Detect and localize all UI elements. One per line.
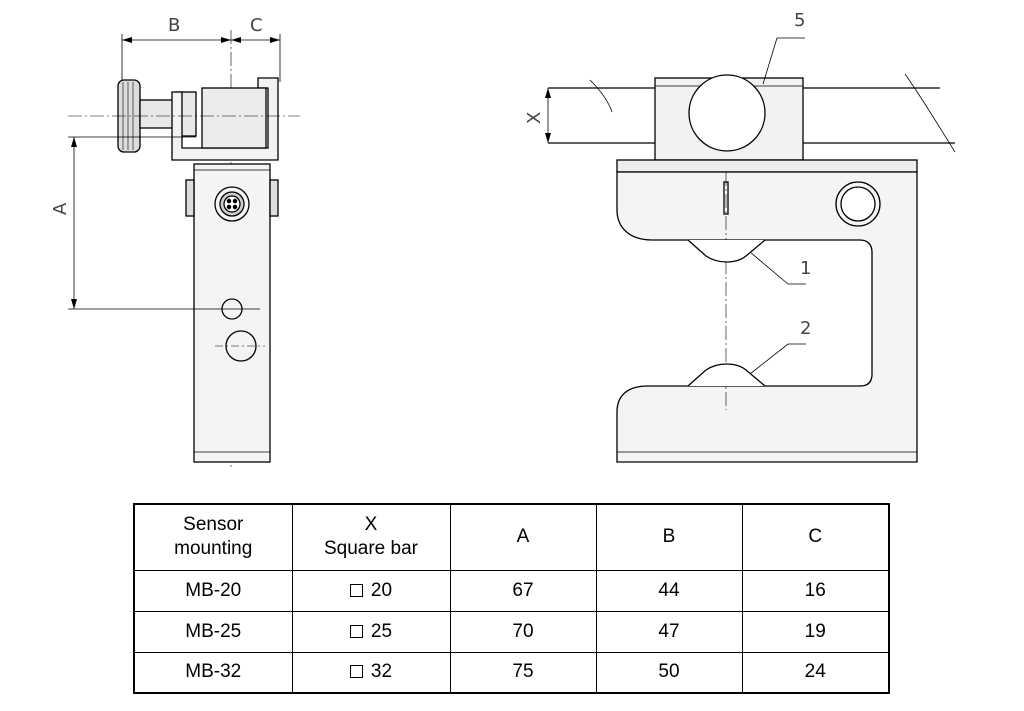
cell-mounting: MB-32 <box>133 651 293 694</box>
header-x-line2: Square bar <box>323 538 418 560</box>
cell-square-bar: 20 <box>291 569 451 612</box>
front-view <box>545 37 956 463</box>
cell-square-bar-value: 32 <box>370 661 393 683</box>
callout-1: 1 <box>800 258 811 279</box>
table-row: MB-20 20 67 44 16 <box>133 569 890 612</box>
header-x-line1: X <box>364 514 378 536</box>
dim-b-label: B <box>168 15 180 36</box>
cell-square-bar: 25 <box>291 610 451 653</box>
cell-b: 44 <box>595 569 743 612</box>
cell-a: 67 <box>449 569 597 612</box>
table-row: MB-32 32 75 50 24 <box>133 651 890 694</box>
cell-a: 70 <box>449 610 597 653</box>
callout-5: 5 <box>794 10 805 31</box>
header-sensor-line2: mounting <box>174 538 253 560</box>
cell-c: 19 <box>741 610 890 653</box>
cell-b: 47 <box>595 610 743 653</box>
cell-a: 75 <box>449 651 597 694</box>
header-sensor-mounting: Sensor mounting <box>133 503 293 571</box>
table-row: MB-25 25 70 47 19 <box>133 610 890 653</box>
header-a: A <box>449 503 597 571</box>
cell-c: 16 <box>741 569 890 612</box>
cell-square-bar-value: 25 <box>370 620 393 642</box>
side-view <box>68 30 300 470</box>
cell-square-bar: 32 <box>291 651 451 694</box>
cell-mounting: MB-20 <box>133 569 293 612</box>
square-icon <box>349 583 363 597</box>
cell-mounting: MB-25 <box>133 610 293 653</box>
dim-x-label: X <box>524 112 545 124</box>
header-square-bar: X Square bar <box>291 503 451 571</box>
dim-c-label: C <box>250 15 263 36</box>
header-c: C <box>741 503 890 571</box>
table-header-row: Sensor mounting X Square bar A B C <box>133 503 890 571</box>
square-icon <box>349 665 363 679</box>
technical-drawing: B C A X 5 1 2 <box>50 10 956 470</box>
callout-2: 2 <box>800 318 811 339</box>
spec-table: Sensor mounting X Square bar A B C MB-20… <box>133 503 890 694</box>
cell-square-bar-value: 20 <box>370 579 393 601</box>
header-sensor-line1: Sensor <box>183 514 244 536</box>
dim-a-label: A <box>50 202 71 215</box>
header-b: B <box>595 503 743 571</box>
cell-b: 50 <box>595 651 743 694</box>
square-icon <box>349 624 363 638</box>
cell-c: 24 <box>741 651 890 694</box>
